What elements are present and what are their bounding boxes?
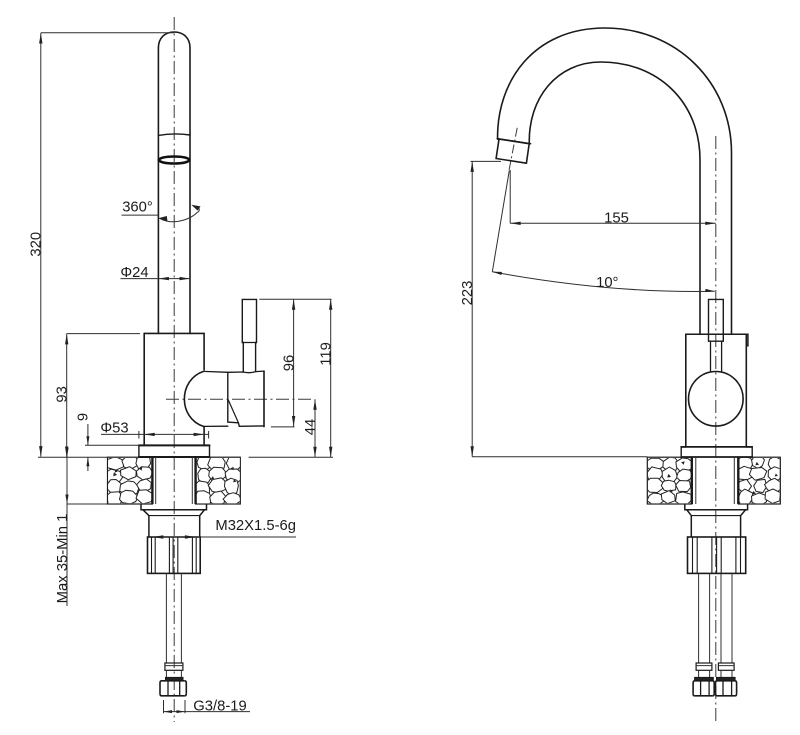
svg-text:Max 35-Min 1: Max 35-Min 1 [55,514,71,604]
svg-text:9: 9 [76,413,92,421]
svg-text:96: 96 [281,355,297,371]
svg-text:320: 320 [29,232,45,257]
svg-text:360°: 360° [122,200,153,216]
svg-text:Φ53: Φ53 [100,421,128,437]
svg-text:155: 155 [604,210,629,226]
svg-text:223: 223 [460,281,476,306]
svg-text:44: 44 [303,419,319,435]
svg-text:G3/8-19: G3/8-19 [193,699,246,715]
svg-text:M32X1.5-6g: M32X1.5-6g [215,518,296,534]
svg-text:Φ24: Φ24 [120,265,148,281]
svg-text:93: 93 [55,386,71,402]
svg-text:119: 119 [319,342,335,366]
svg-text:10°: 10° [596,275,618,291]
